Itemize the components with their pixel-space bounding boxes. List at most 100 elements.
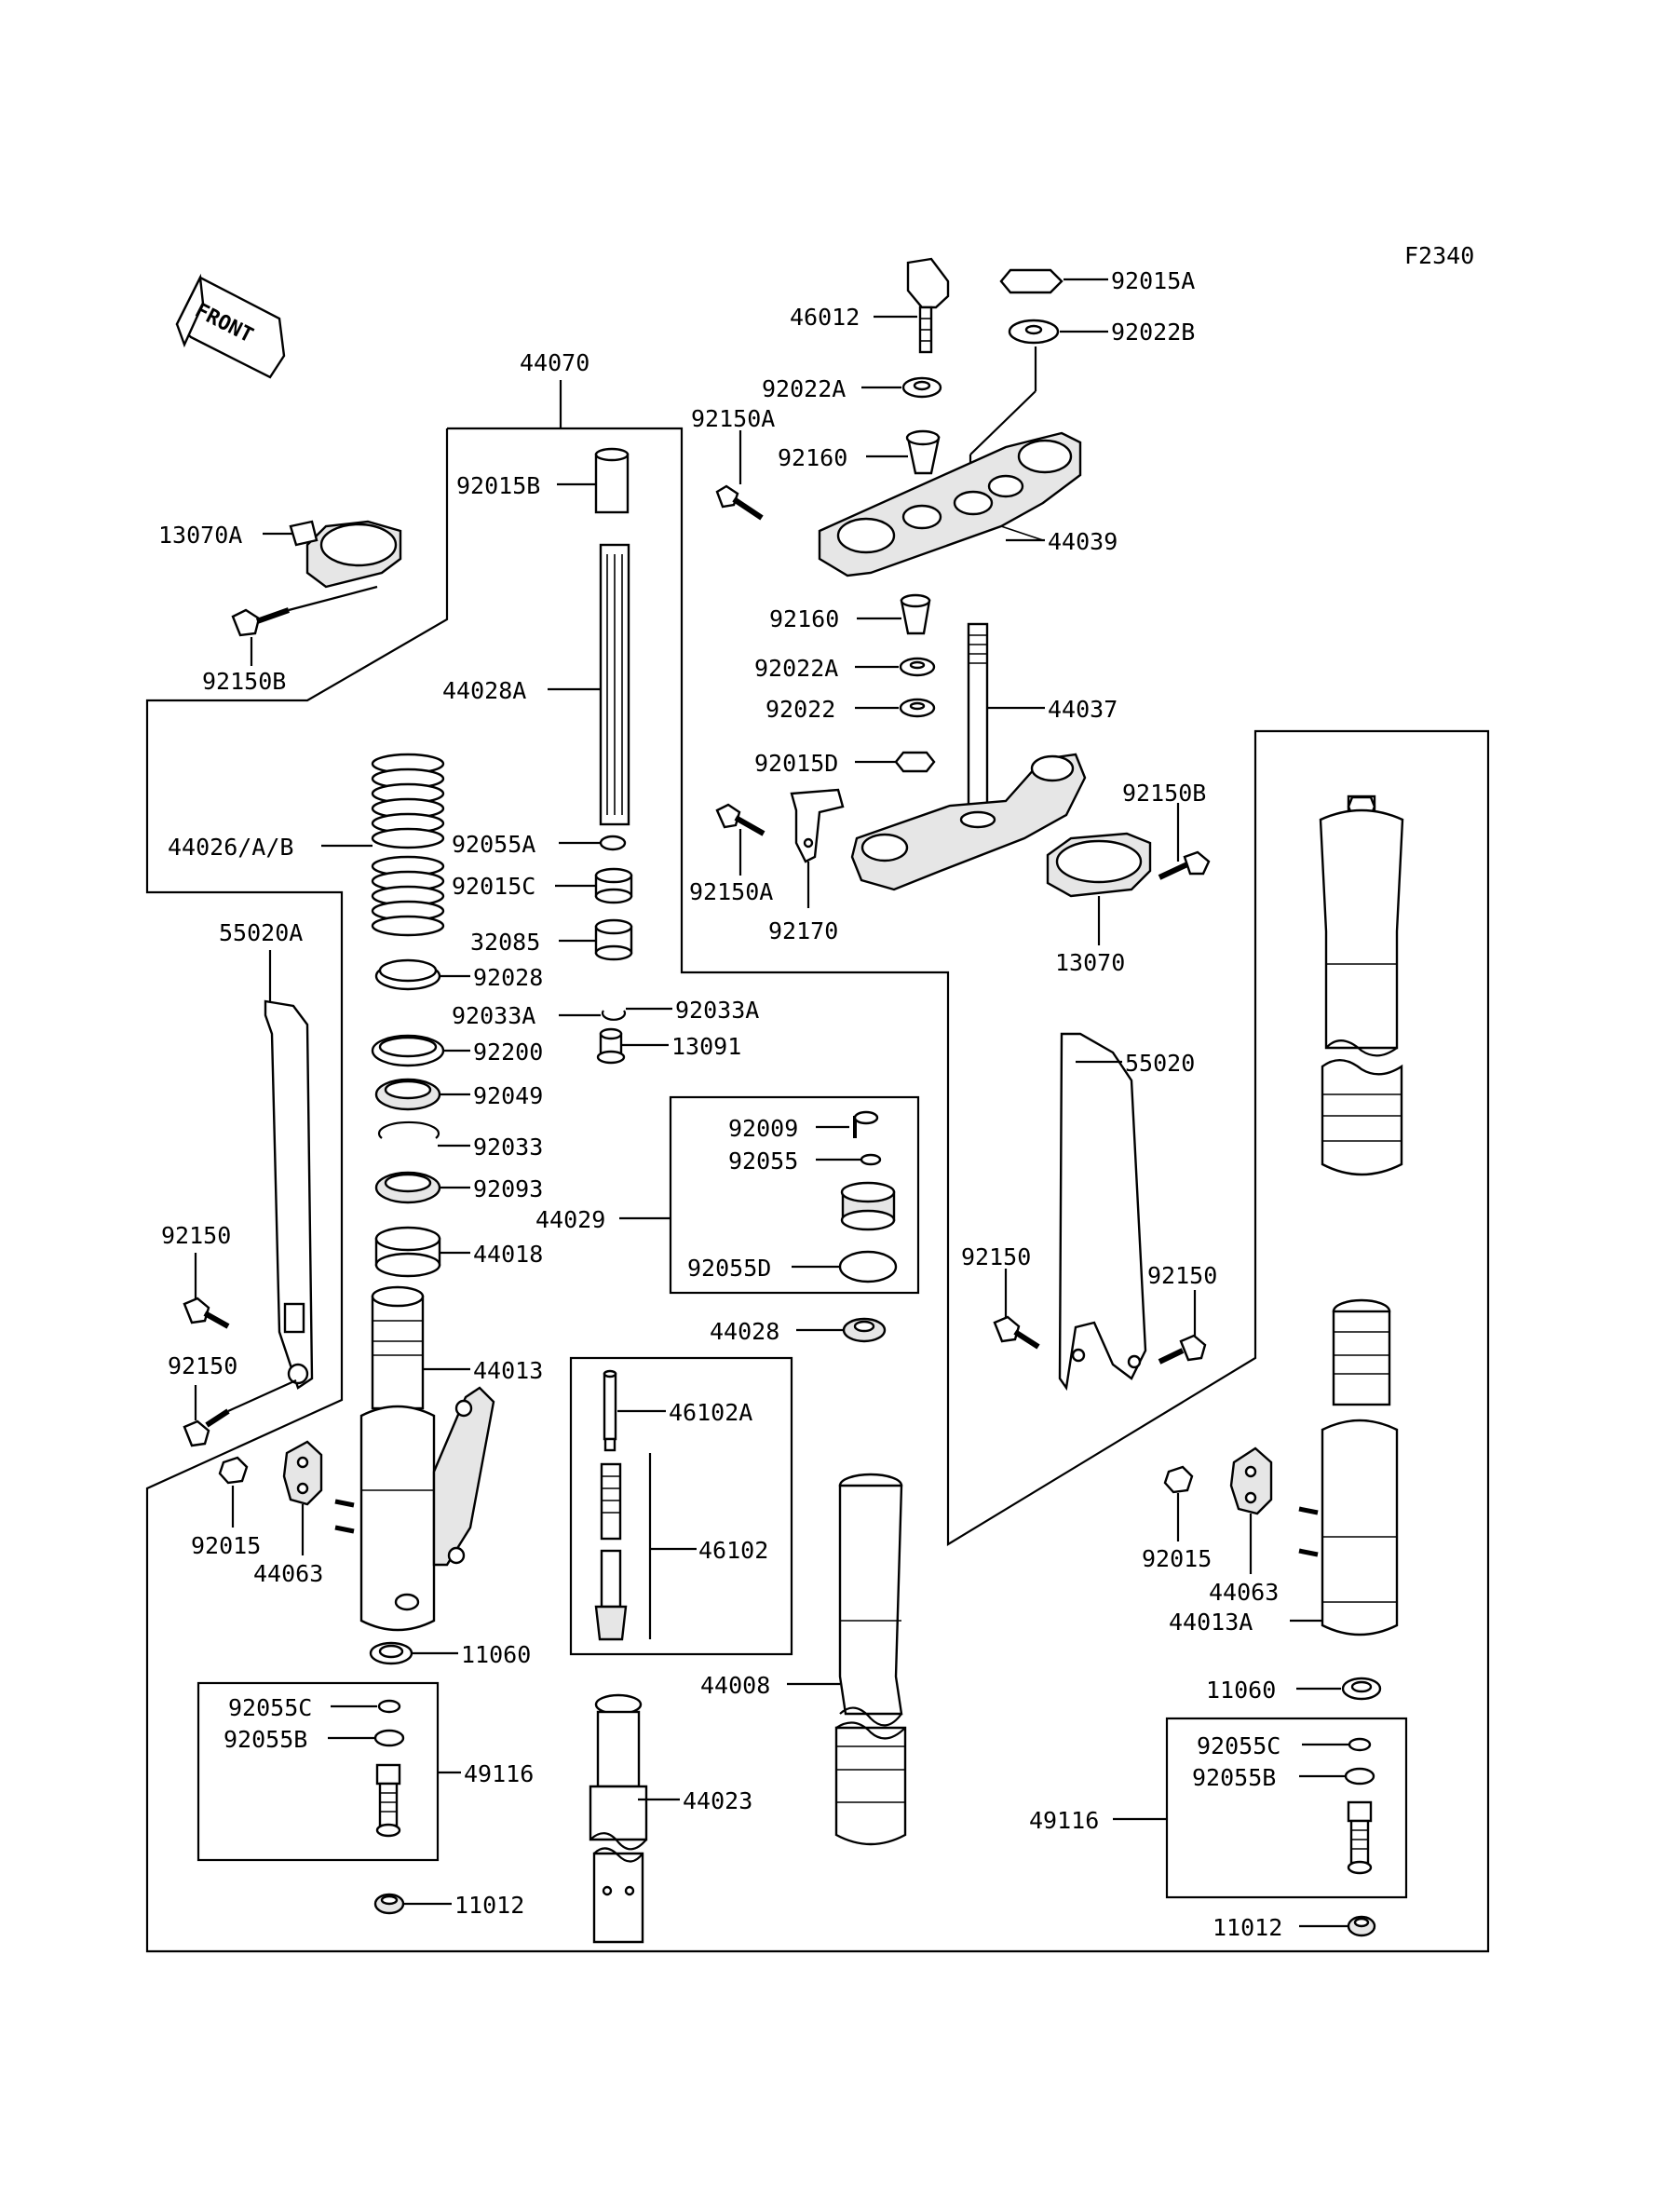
nut-92015-right xyxy=(1163,1465,1194,1494)
part-label-44029: 44029 xyxy=(535,1206,605,1233)
part-label-44023: 44023 xyxy=(683,1787,752,1814)
bolt-92150B-left xyxy=(231,607,290,637)
clamp-13070A xyxy=(289,520,402,589)
bushing-44018 xyxy=(374,1226,441,1278)
part-label-92015-left: 92015 xyxy=(191,1532,261,1559)
guide-92028 xyxy=(374,958,441,991)
part-label-49116-right: 49116 xyxy=(1029,1807,1099,1834)
part-label-11060-right: 11060 xyxy=(1206,1677,1276,1704)
nut-92015A xyxy=(999,268,1064,294)
part-label-92170: 92170 xyxy=(768,917,838,944)
part-label-92015A: 92015A xyxy=(1111,267,1195,294)
part-label-92160-mid: 92160 xyxy=(769,605,839,632)
front-arrow-icon: FRONT xyxy=(175,273,286,379)
bolt-92150A-top xyxy=(715,484,764,521)
upper-bracket-44039 xyxy=(818,431,1082,577)
washer-92022A-mid xyxy=(899,657,936,677)
part-label-92028: 92028 xyxy=(473,964,543,991)
part-label-44070: 44070 xyxy=(520,349,589,376)
part-label-92055B-right: 92055B xyxy=(1192,1764,1276,1791)
washer-92022 xyxy=(899,698,936,718)
bolt-92150B-right xyxy=(1158,850,1211,880)
outer-tube-right xyxy=(1319,794,1404,1176)
part-label-92015D: 92015D xyxy=(754,750,838,777)
part-label-44018: 44018 xyxy=(473,1241,543,1268)
part-label-92055C-left: 92055C xyxy=(228,1694,312,1721)
part-label-92022B: 92022B xyxy=(1111,319,1195,346)
nut-92015D xyxy=(894,751,936,773)
part-label-11060-left: 11060 xyxy=(461,1641,531,1668)
collar-92015C xyxy=(594,867,633,904)
part-label-92033: 92033 xyxy=(473,1134,543,1161)
part-label-92055: 92055 xyxy=(728,1148,798,1175)
part-label-92009: 92009 xyxy=(728,1115,798,1142)
part-label-92049: 92049 xyxy=(473,1082,543,1109)
part-label-13070: 13070 xyxy=(1055,949,1125,976)
part-label-13091: 13091 xyxy=(671,1033,741,1060)
seat-44028 xyxy=(842,1317,887,1343)
spring-44026 xyxy=(371,753,445,937)
handlebar-holder-46012 xyxy=(906,257,950,354)
part-label-92160-top: 92160 xyxy=(778,444,847,471)
part-label-92150-right1: 92150 xyxy=(961,1243,1031,1270)
bolt-92150A-mid xyxy=(715,803,765,836)
inner-tube-44008 xyxy=(834,1473,907,1846)
washer-92200 xyxy=(371,1034,445,1067)
part-label-92150B-right: 92150B xyxy=(1122,780,1206,807)
part-label-46102A: 46102A xyxy=(669,1399,752,1426)
part-label-92150-left2: 92150 xyxy=(168,1352,237,1379)
part-label-55020: 55020 xyxy=(1125,1050,1195,1077)
piston-44023 xyxy=(589,1693,648,1944)
part-label-44028: 44028 xyxy=(710,1318,779,1345)
washer-11060-right xyxy=(1341,1677,1382,1701)
part-label-92055D: 92055D xyxy=(687,1255,771,1282)
clamp-44063-left xyxy=(282,1440,323,1506)
part-label-92200: 92200 xyxy=(473,1039,543,1066)
bolt-92150-left2 xyxy=(183,1408,230,1447)
part-label-11012-left: 11012 xyxy=(454,1892,524,1919)
part-label-46012: 46012 xyxy=(790,304,860,331)
part-label-44063-right: 44063 xyxy=(1209,1579,1279,1606)
rubber-92160-mid xyxy=(900,593,931,635)
part-label-92150A-top: 92150A xyxy=(691,405,775,432)
part-label-92015-right: 92015 xyxy=(1142,1545,1212,1572)
bracket-92170 xyxy=(790,788,845,863)
part-label-92055A: 92055A xyxy=(452,831,535,858)
part-label-13070A: 13070A xyxy=(158,522,242,549)
part-label-49116-left: 49116 xyxy=(464,1760,534,1787)
part-label-92150-left1: 92150 xyxy=(161,1222,231,1249)
part-label-92015B: 92015B xyxy=(456,472,540,499)
assembly-outline xyxy=(145,427,1490,1953)
part-label-32085: 32085 xyxy=(470,929,540,956)
washer-11060-left xyxy=(369,1641,413,1665)
seal-92093 xyxy=(374,1171,441,1204)
fork-tube-44013 xyxy=(359,1285,495,1632)
nut-92015B xyxy=(594,447,630,514)
plug-13091 xyxy=(596,1027,626,1065)
part-label-92033A-left: 92033A xyxy=(452,1002,535,1029)
nut-11012-left xyxy=(373,1893,405,1915)
washer-92022A-top xyxy=(901,376,942,399)
part-label-44013A: 44013A xyxy=(1169,1609,1253,1636)
part-label-92015C: 92015C xyxy=(452,873,535,900)
stem-44037 xyxy=(850,622,1087,891)
part-label-44039: 44039 xyxy=(1048,528,1118,555)
part-label-44037: 44037 xyxy=(1048,696,1118,723)
part-label-92022A-top: 92022A xyxy=(762,375,846,402)
part-group-49116-right xyxy=(1165,1717,1408,1899)
bolt-92150-left1 xyxy=(183,1297,230,1329)
nut-92015-left xyxy=(218,1456,249,1485)
fork-guard-55020 xyxy=(1058,1032,1147,1392)
circlip-92033A xyxy=(601,1010,627,1021)
part-label-44063-left: 44063 xyxy=(253,1560,323,1587)
part-label-92033A-right: 92033A xyxy=(675,997,759,1024)
bolt-92150-right1 xyxy=(993,1315,1040,1350)
figure-code: F2340 xyxy=(1404,242,1474,269)
part-label-92150-right2: 92150 xyxy=(1147,1262,1217,1289)
nut-11012-right xyxy=(1347,1915,1376,1937)
spacer-32085 xyxy=(594,918,633,961)
part-label-44013: 44013 xyxy=(473,1357,543,1384)
clamp-44063-right xyxy=(1229,1446,1273,1515)
part-label-44026: 44026/A/B xyxy=(168,834,293,861)
